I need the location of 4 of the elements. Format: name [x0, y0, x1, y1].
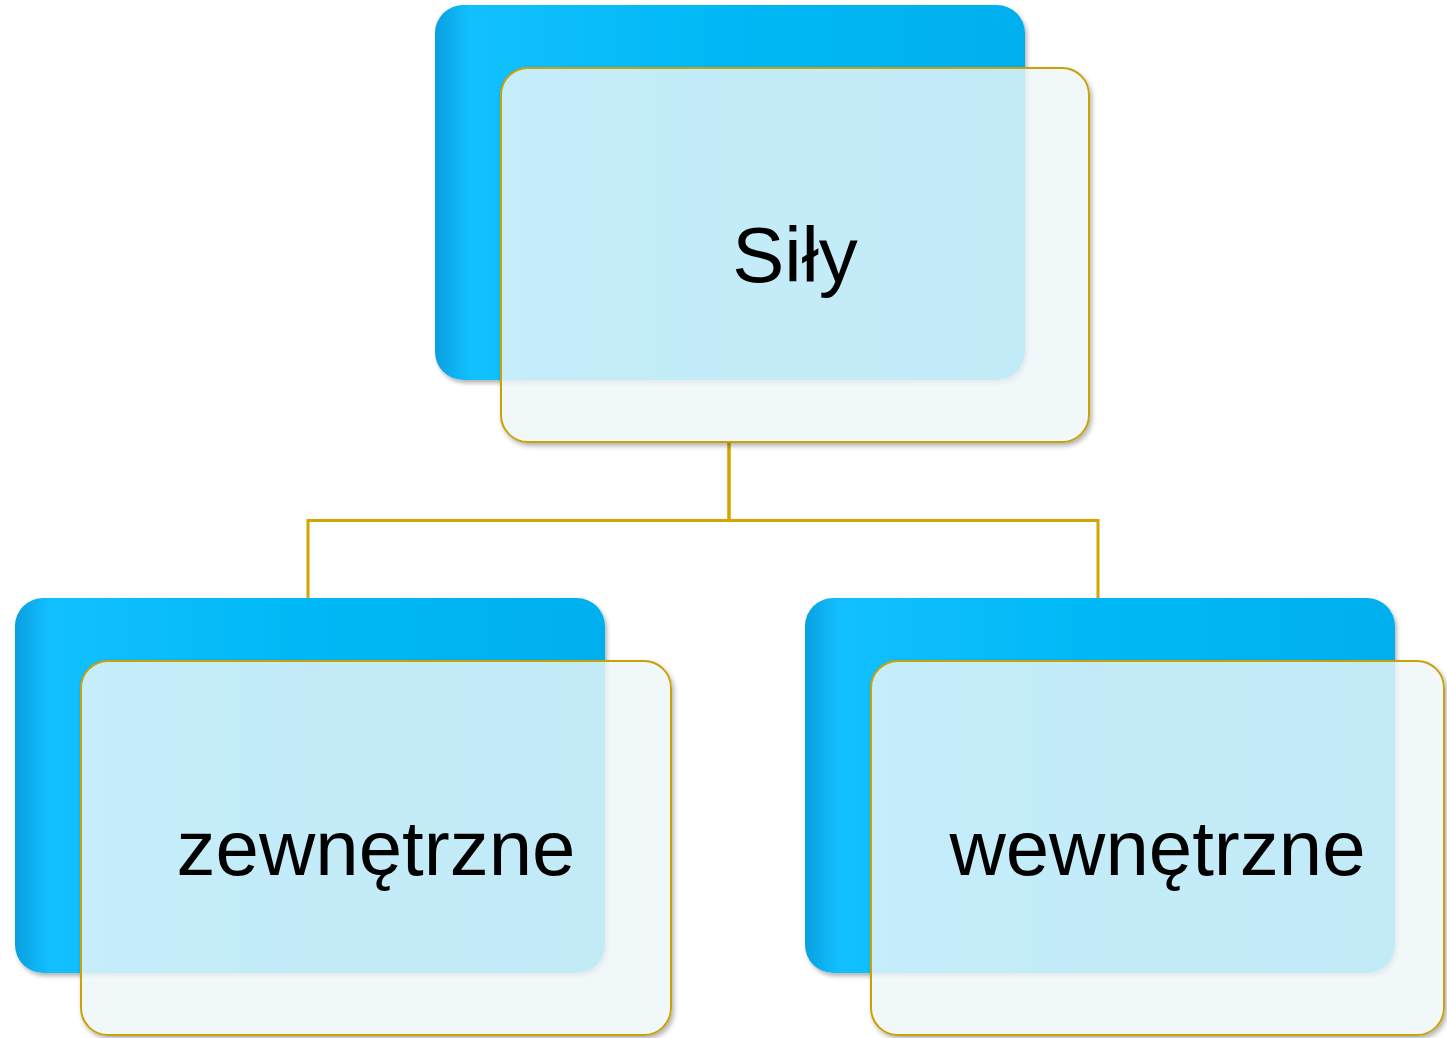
node-label: Siły	[732, 209, 858, 301]
node-label: zewnętrzne	[176, 802, 576, 894]
connector-line	[727, 443, 1100, 598]
node-label: wewnętrzne	[949, 802, 1366, 894]
